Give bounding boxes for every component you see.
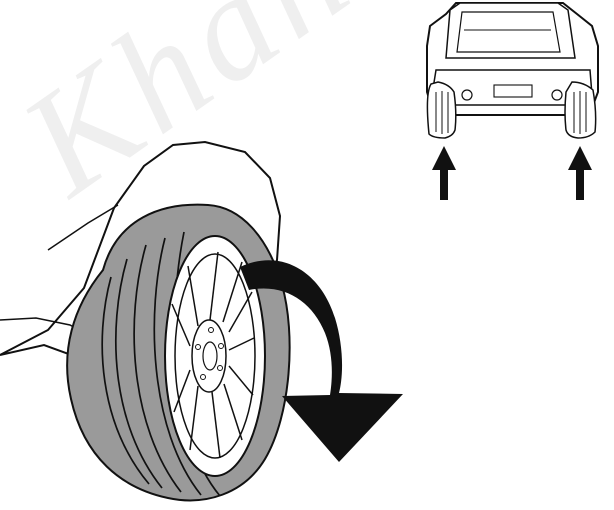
right-arrow <box>568 146 592 200</box>
lug-nuts <box>195 327 224 380</box>
rotation-arrow <box>240 260 403 462</box>
wheel-spokes <box>171 251 255 459</box>
hub-center <box>202 341 218 371</box>
license-plate-area <box>493 84 533 98</box>
right-tow-point <box>551 89 563 101</box>
front-wheel-view <box>0 140 403 502</box>
rear-vehicle-view <box>426 1 599 200</box>
body-upper-line <box>47 204 119 251</box>
left-arrow <box>432 146 456 200</box>
rear-hatch-inner <box>456 11 561 53</box>
left-tow-point <box>461 89 473 101</box>
right-tire-grooves <box>573 91 587 134</box>
left-tire-grooves <box>435 91 449 134</box>
